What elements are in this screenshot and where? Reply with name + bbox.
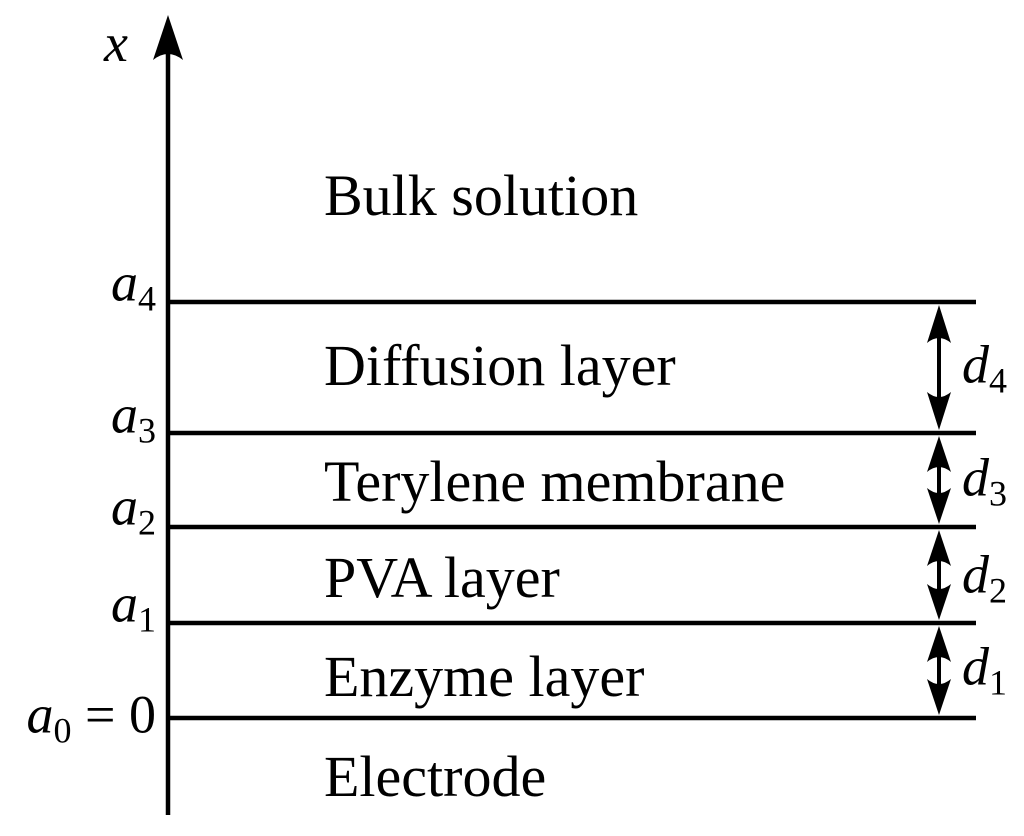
region-label-terylene-membrane: Terylene membrane — [324, 449, 786, 514]
axis-title-x: x — [104, 16, 128, 70]
thickness-arrow-d2 — [927, 530, 951, 620]
region-label-enzyme-layer: Enzyme layer — [324, 644, 645, 709]
thickness-arrow-d1 — [927, 626, 951, 715]
thickness-arrow-d4 — [927, 305, 951, 430]
boundary-label-a2: a2 — [111, 476, 156, 543]
thickness-label-d1: d1 — [962, 636, 1007, 703]
boundary-label-a3: a3 — [111, 384, 156, 451]
boundary-label-a1: a1 — [111, 573, 156, 640]
thickness-label-d2: d2 — [962, 544, 1007, 611]
region-label-electrode: Electrode — [324, 744, 547, 809]
region-label-diffusion-layer: Diffusion layer — [324, 333, 676, 398]
thickness-arrow-d3 — [927, 436, 951, 524]
axis-title-text: x — [104, 13, 128, 73]
region-label-pva-layer: PVA layer — [324, 545, 560, 610]
boundary-label-a4: a4 — [111, 252, 156, 319]
thickness-label-d4: d4 — [962, 334, 1007, 401]
region-label-bulk-solution: Bulk solution — [324, 163, 639, 228]
thickness-label-d3: d3 — [962, 447, 1007, 514]
boundary-label-a0-equals-0: a0 = 0 — [26, 684, 156, 751]
x-axis-arrowhead-icon — [153, 15, 183, 60]
